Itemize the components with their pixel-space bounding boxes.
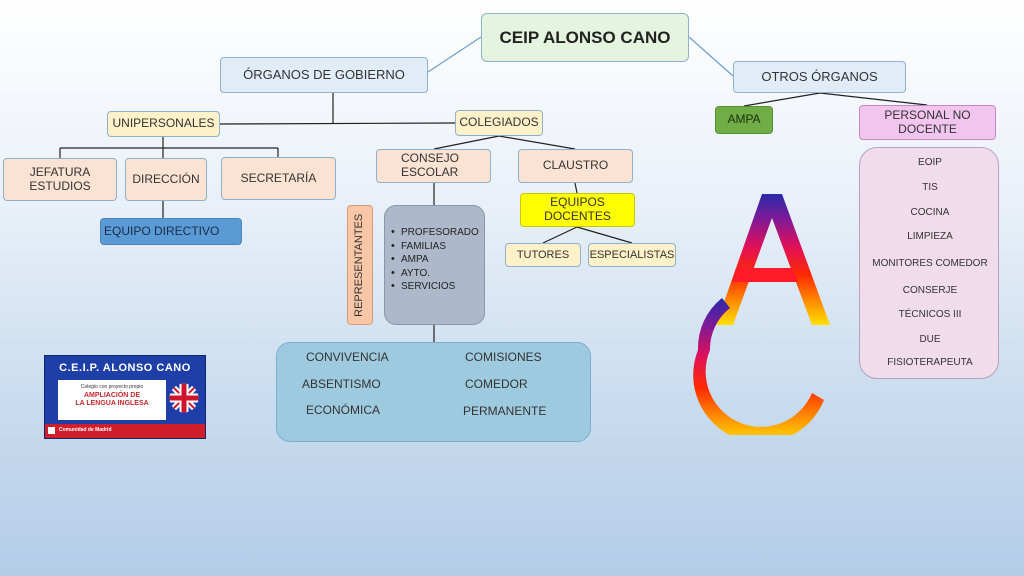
comisiones-label: COMISIONES <box>465 350 542 364</box>
secretaria-node: SECRETARÍA <box>221 157 336 200</box>
consejo-miembros-list: PROFESORADO FAMILIAS AMPA AYTO. SERVICIO… <box>384 205 485 325</box>
comisiones-box: CONVIVENCIA ABSENTISMO ECONÓMICA COMISIO… <box>276 342 591 442</box>
comision-absentismo: ABSENTISMO <box>302 377 381 391</box>
list-item: TIS <box>922 182 938 193</box>
list-item: CONSERJE <box>902 285 958 296</box>
comision-permanente: PERMANENTE <box>463 404 547 418</box>
list-item: FAMILIAS <box>391 240 479 254</box>
school-logo-program-line2: LA LENGUA INGLESA <box>75 400 149 407</box>
consejo-escolar-node: CONSEJO ESCOLAR <box>376 149 491 183</box>
comision-comedor: COMEDOR <box>465 377 528 391</box>
list-item: MONITORES COMEDOR <box>872 258 988 269</box>
equipo-directivo-node: EQUIPO DIRECTIVO <box>100 218 242 245</box>
tutores-node: TUTORES <box>505 243 581 267</box>
school-logo: C.E.I.P. ALONSO CANO Colegio con proyect… <box>44 355 206 439</box>
representantes-node: REPRESENTANTES <box>347 205 373 325</box>
colegiados-node: COLEGIADOS <box>455 110 543 136</box>
claustro-node: CLAUSTRO <box>518 149 633 183</box>
list-item: TÉCNICOS III <box>898 309 962 320</box>
otros-organos-node: OTROS ÓRGANOS <box>733 61 906 93</box>
ac-monogram-logo <box>693 194 830 435</box>
list-item: AYTO. <box>391 267 479 281</box>
list-item: DUE <box>919 334 941 345</box>
comision-convivencia: CONVIVENCIA <box>306 350 389 364</box>
especialistas-node: ESPECIALISTAS <box>588 243 676 267</box>
list-item: PROFESORADO <box>391 226 479 240</box>
direccion-node: DIRECCIÓN <box>125 158 207 201</box>
personal-no-docente-list: EOIP TIS COCINA LIMPIEZA MONITORES COMED… <box>859 147 999 379</box>
ampa-node: AMPA <box>715 106 773 134</box>
unipersonales-node: UNIPERSONALES <box>107 111 220 137</box>
school-logo-title: C.E.I.P. ALONSO CANO <box>59 362 191 374</box>
school-logo-footer-strip: Comunidad de Madrid <box>45 424 205 438</box>
school-logo-program-line1: AMPLIACIÓN DE <box>84 392 140 399</box>
root-node-title: CEIP ALONSO CANO <box>481 13 689 62</box>
representantes-label: REPRESENTANTES <box>353 213 366 317</box>
madrid-emblem-icon <box>48 427 55 434</box>
list-item: COCINA <box>910 207 950 218</box>
list-item: EOIP <box>918 157 942 168</box>
school-logo-subtitle: Colegio con proyecto propio <box>80 384 144 390</box>
equipos-docentes-node: EQUIPOS DOCENTES <box>520 193 635 227</box>
school-logo-card: Colegio con proyecto propio AMPLIACIÓN D… <box>58 380 166 420</box>
list-item: LIMPIEZA <box>907 231 953 242</box>
jefatura-estudios-node: JEFATURA ESTUDIOS <box>3 158 117 201</box>
comision-economica: ECONÓMICA <box>306 403 381 417</box>
uk-flag-icon <box>169 383 199 413</box>
school-logo-program: AMPLIACIÓN DE LA LENGUA INGLESA <box>58 392 166 408</box>
personal-no-docente-node: PERSONAL NO DOCENTE <box>859 105 996 140</box>
list-item: SERVICIOS <box>391 280 479 294</box>
organos-gobierno-node: ÓRGANOS DE GOBIERNO <box>220 57 428 93</box>
school-logo-footer: Comunidad de Madrid <box>59 427 112 433</box>
list-item: AMPA <box>391 253 479 267</box>
list-item: FISIOTERAPEUTA <box>887 357 973 368</box>
